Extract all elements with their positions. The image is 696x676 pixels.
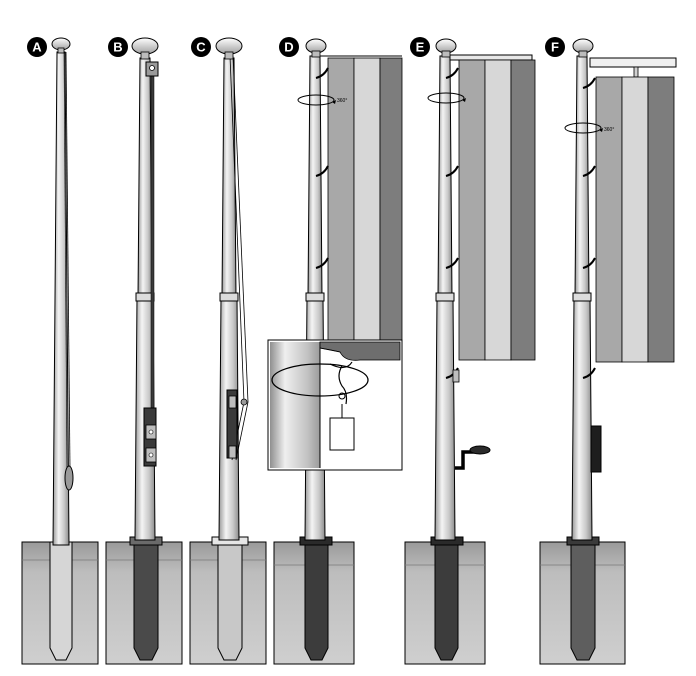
pole-c xyxy=(211,37,249,661)
badge-b: B xyxy=(108,37,128,57)
detail-inset xyxy=(267,339,403,471)
badge-a: A xyxy=(27,37,47,57)
banner-d-stripe-1 xyxy=(327,57,355,361)
pole-f: 360° xyxy=(564,38,677,661)
banner-d-stripe-3 xyxy=(379,57,403,361)
badge-label-c: C xyxy=(196,40,206,55)
badge-label-e: E xyxy=(416,40,425,55)
banner-f-stripe-1 xyxy=(595,76,623,363)
badge-c: C xyxy=(191,37,211,57)
pole-e xyxy=(427,38,536,661)
badge-label-a: A xyxy=(32,40,42,55)
badge-label-d: D xyxy=(284,40,293,55)
pole-b xyxy=(129,37,163,661)
rotation-label-d: 360° xyxy=(337,98,347,104)
rotation-label-f: 360° xyxy=(604,127,614,133)
banner-f-stripe-3 xyxy=(647,76,675,363)
pole-d: 360° xyxy=(297,38,403,661)
banner-f-stripe-2 xyxy=(621,76,649,363)
badges: A B C D E F xyxy=(27,37,565,57)
banner-e-stripe-3 xyxy=(510,59,536,361)
badge-label-b: B xyxy=(113,40,122,55)
badge-label-f: F xyxy=(551,40,559,55)
badge-f: F xyxy=(545,37,565,57)
banner-e-stripe-2 xyxy=(484,59,512,361)
badge-e: E xyxy=(410,37,430,57)
banner-e-stripe-1 xyxy=(458,59,486,361)
pole-a xyxy=(49,37,74,661)
badge-d: D xyxy=(279,37,299,57)
banner-d-stripe-2 xyxy=(353,57,381,361)
